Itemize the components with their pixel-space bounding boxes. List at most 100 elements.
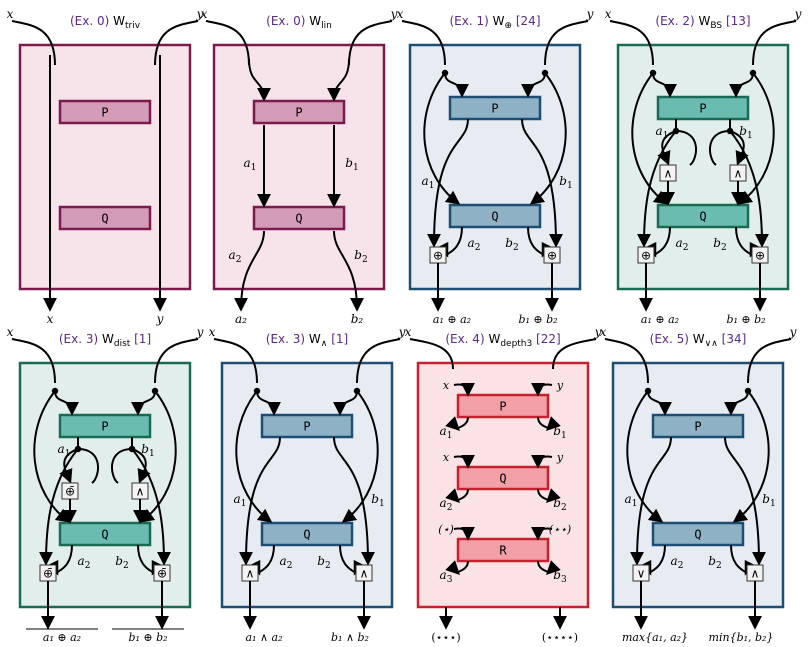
- bottom-gate-left-symbol: ∧: [246, 567, 255, 581]
- box-p-label: P: [499, 400, 506, 414]
- output-right-label: (⋆⋆⋆⋆): [542, 631, 578, 644]
- label-b1: b1: [553, 424, 566, 441]
- box-p-label: P: [491, 102, 498, 116]
- box-q-label: Q: [295, 212, 302, 226]
- input-wire-x: [401, 20, 446, 66]
- bottom-gate-left-symbol: ∨: [637, 567, 646, 581]
- input-wire-y: [747, 338, 792, 384]
- wire-y-to-q: [529, 72, 567, 205]
- box-out-right: [537, 416, 561, 431]
- box-out-right: [537, 488, 561, 503]
- wire-b1-to-gate: [131, 448, 151, 484]
- wire-x-to-q: [423, 72, 461, 205]
- output-right-label: min{b₁, b₂}: [709, 631, 774, 644]
- label-a1: a1: [244, 156, 257, 173]
- mid-gate-left-symbol: ⊕̄: [65, 485, 75, 499]
- input-y-label: y: [794, 7, 802, 21]
- box-input-right-label: y: [556, 379, 564, 392]
- output-right-label: b₁ ⊕ b₂: [518, 313, 557, 326]
- wire-x-to-p: [256, 390, 281, 416]
- bottom-gate-right-symbol: ∧: [360, 567, 369, 581]
- bottom-gate-right-symbol: ⊕: [755, 249, 765, 263]
- box-in-left: [453, 382, 475, 397]
- wire-a1-down: [637, 130, 677, 248]
- wire-a1: [239, 436, 281, 566]
- box-input-left-label: x: [443, 379, 450, 392]
- output-left-label: a₁ ⊕ a₂: [433, 313, 471, 326]
- wire-a1-down: [39, 448, 79, 566]
- wire-a2: [435, 226, 463, 258]
- label-b2: b2: [553, 496, 566, 513]
- panel-title: (Ex. 3) Wdist [1]: [59, 332, 151, 349]
- wire-a1-cross: [77, 448, 100, 484]
- box-p: [656, 95, 750, 121]
- wire-a2: [45, 544, 73, 576]
- input-y-label: y: [196, 325, 204, 339]
- wire-b1-down: [729, 130, 769, 248]
- label-a1: a1: [234, 492, 247, 509]
- box-p: [456, 393, 550, 419]
- panel-title: (Ex. 0) Wtriv: [70, 14, 141, 31]
- wire-a2: [247, 544, 275, 576]
- box-p: [260, 413, 354, 439]
- box-q-label: Q: [491, 210, 498, 224]
- wire-y-to-p: [521, 72, 546, 98]
- box-in-left: [453, 526, 475, 541]
- panel-title: (Ex. 3) W∧ [1]: [266, 332, 348, 349]
- output-left-label: a₁ ∧ a₂: [246, 631, 283, 644]
- box-r-label: R: [499, 544, 507, 558]
- box-in-left: [453, 454, 475, 469]
- wire-y-to-q: [732, 390, 770, 523]
- wire-a1-cross: [675, 130, 698, 166]
- wire-b2: [527, 226, 555, 258]
- output-right-label: b₁ ⊕ b₂: [726, 313, 765, 326]
- input-x-label: x: [209, 325, 216, 339]
- box-in-right: [531, 454, 553, 469]
- label-b3: b3: [553, 568, 567, 585]
- box-input-right-label: y: [556, 451, 564, 464]
- wire-a1-to-gate: [59, 448, 79, 484]
- box-q-label: Q: [101, 212, 108, 226]
- output-left-label: a₁ ⊕ a₂: [641, 313, 679, 326]
- output-left-label: a₂: [235, 312, 247, 326]
- box-q: [448, 203, 542, 229]
- input-wire-x: [205, 20, 250, 66]
- bottom-gate-left-symbol: ⊕: [641, 249, 651, 263]
- box-out-left: [445, 488, 469, 503]
- output-left-label: x: [47, 312, 54, 326]
- box-input-left-label: x: [443, 451, 450, 464]
- label-b2: b2: [354, 248, 367, 265]
- wire-a1-to-gate: [657, 130, 677, 166]
- panel-title: (Ex. 1) W⊕ [24]: [450, 14, 541, 31]
- box-p: [651, 413, 745, 439]
- input-wire-x: [604, 338, 649, 384]
- label-b1: b1: [559, 174, 572, 191]
- wire-b2: [339, 544, 367, 576]
- label-b1: b1: [739, 124, 752, 141]
- box-q-label: Q: [303, 528, 310, 542]
- label-b2: b2: [713, 236, 726, 253]
- box-out-left: [445, 560, 469, 575]
- label-a2: a2: [671, 554, 684, 571]
- wire-b1: [724, 436, 766, 566]
- wire-y-to-p: [327, 58, 350, 102]
- input-wire-y: [544, 20, 589, 66]
- box-q: [260, 521, 354, 547]
- label-a2: a2: [78, 554, 91, 571]
- wire-a1: [630, 436, 672, 566]
- bottom-gate-left-symbol: ⊕̄: [43, 567, 53, 581]
- input-y-label: y: [390, 7, 398, 21]
- label-b2: b2: [317, 554, 330, 571]
- label-a2: a2: [440, 496, 453, 513]
- input-wire-x: [409, 338, 454, 370]
- output-right-label: b₂: [351, 312, 364, 326]
- wire-a2: [638, 544, 666, 576]
- box-input-left-label: (⋆): [438, 523, 453, 536]
- wire-x-to-q: [631, 72, 669, 205]
- wire-b2: [735, 226, 763, 258]
- input-wire-y: [154, 20, 199, 66]
- box-q-label: Q: [699, 210, 706, 224]
